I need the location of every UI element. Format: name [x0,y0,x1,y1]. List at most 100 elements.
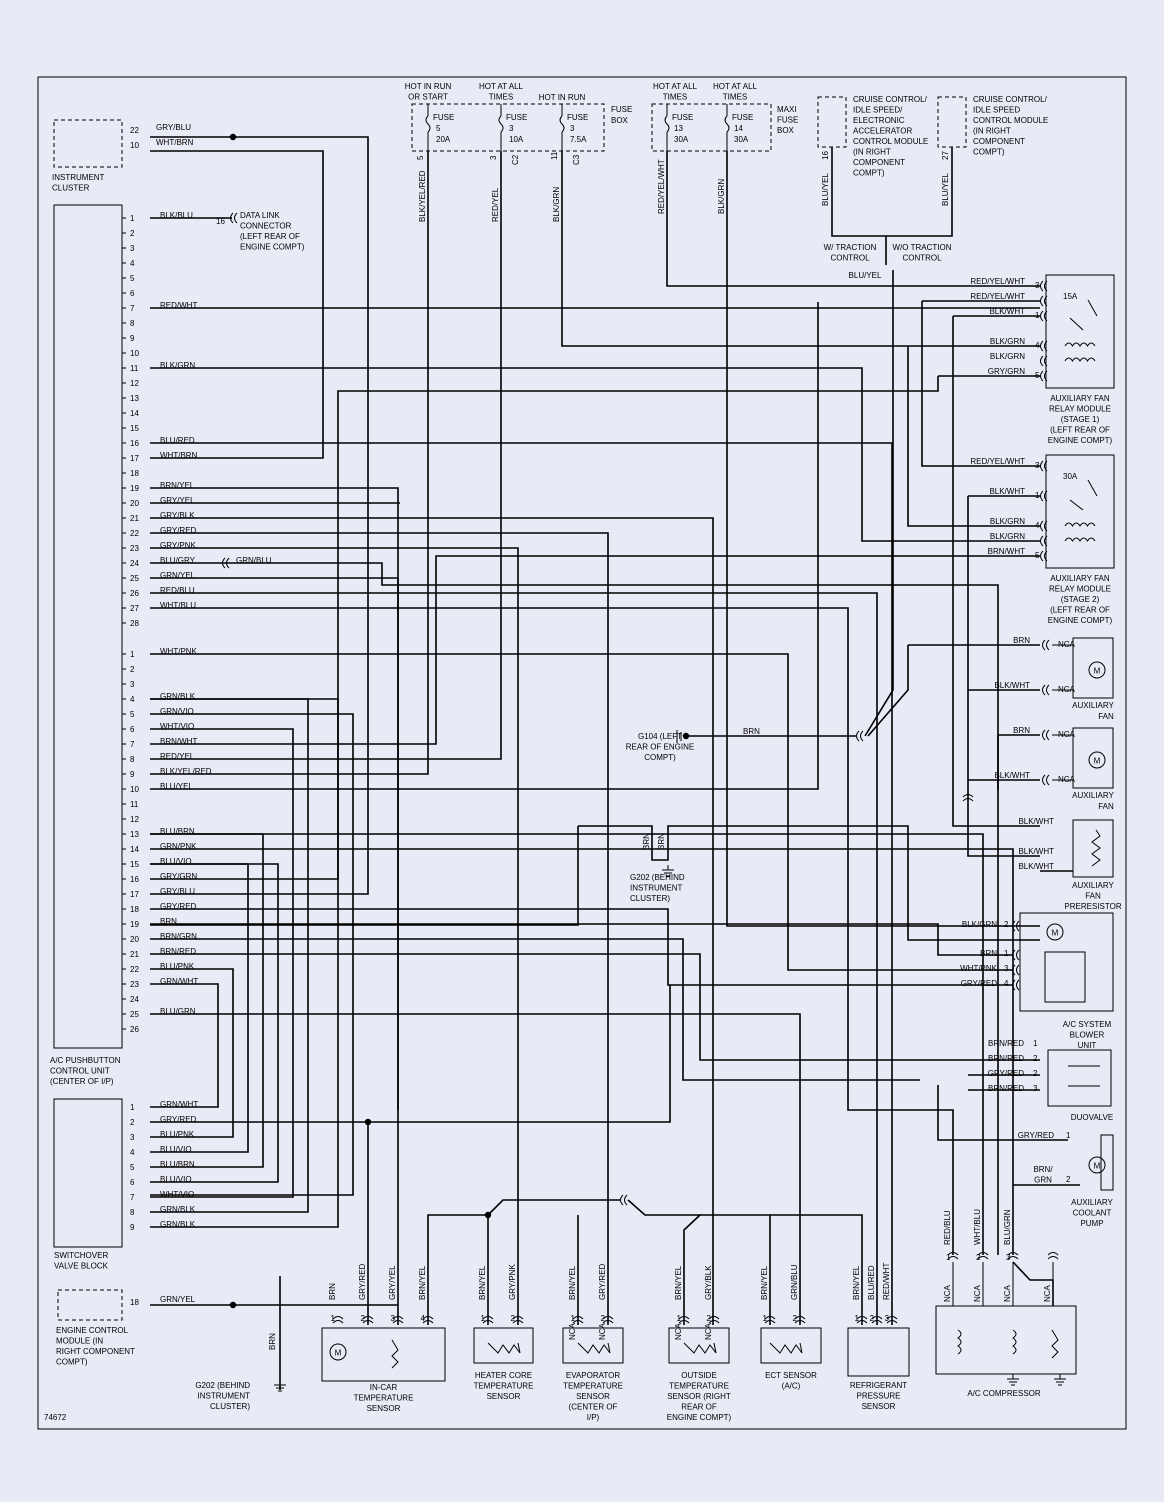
wire-blk-grn-relay [150,367,1040,542]
splice-grn-yel [229,1301,237,1309]
wire-switchover-6 [150,863,279,1183]
cruise-module-label: COMPONENT [853,158,905,167]
wire-blu-red-refrig [150,592,878,1325]
relay-module-1-label: (STAGE 1) [1061,415,1100,424]
fan1-motor-letter: M [1094,667,1101,676]
fuse-power-label: HOT AT ALL [479,82,524,91]
wire-blk-grn-fuse [561,151,1040,347]
blower-pin: 2 [1004,920,1009,929]
g104-wire-label: BRN [743,727,760,736]
wire-brn-grn [150,938,920,1081]
relay2-wire-label: RED/YEL/WHT [970,457,1025,466]
fuse-element [559,115,565,133]
ac-conn1-pin-number: 22 [130,529,139,538]
maxi-wire-label: RED/YEL/WHT [657,159,666,214]
relay1-wire-label: RED/YEL/WHT [970,277,1025,286]
ecm-wire-label: GRN/YEL [160,1295,196,1304]
ac-conn2-wire-label: WHT/VIO [160,722,194,731]
wire-gry-blk-outside [150,517,714,1325]
switchover-wire-label: BLU/VIO [160,1175,192,1184]
wire-gry-grn [150,376,939,880]
ecm-label: COMPT) [56,1358,88,1367]
ecm-pin: 18 [130,1298,139,1307]
relay1-wire-label: BLK/GRN [990,337,1025,346]
wire-gry-red-sw [150,985,671,1123]
heater-sensor-label: SENSOR [487,1392,521,1401]
switchover-wire-label: BLU/PNK [160,1130,195,1139]
ac-conn2-pin-number: 25 [130,1010,139,1019]
evap-sensor-label: EVAPORATOR [566,1371,620,1380]
ac-conn1-wire-label: RED/BLU [160,586,195,595]
instrument-cluster-box [53,119,123,168]
relay1-pin: 4 [1035,341,1040,350]
ac-conn2-wire-label: WHT/PNK [160,647,198,656]
cruise-common-wire-label: BLU/YEL [849,271,882,280]
relay2-connector [1040,490,1048,502]
coolant-pump-label: AUXILIARY [1071,1198,1113,1207]
g202-label: CLUSTER) [630,894,670,903]
outside-nca-label: NCA [704,1322,713,1340]
relay1-coil [1064,357,1096,362]
fan2-connector [1042,729,1050,741]
ac-conn2-pin-number: 14 [130,845,139,854]
ac-conn1-wire-label: BLU/GRY [160,556,196,565]
ac-conn2-pin-number: 6 [130,725,135,734]
data-link-connector-label: CONNECTOR [240,222,292,231]
ac-conn2-wire-label: BLU/BRN [160,827,195,836]
cruise-branch [831,230,887,265]
wire-grn-vio [150,713,354,1196]
fan2-box [1072,727,1114,789]
ac-conn2-wire-label: GRY/GRN [160,872,197,881]
fan2-wire-label: BRN [1013,726,1030,735]
cruise-module-label: CONTROL MODULE [853,137,928,146]
compressor-jumper [1012,1261,1054,1306]
cruise-module-box [937,96,967,148]
ac-conn2-pin-number: 9 [130,770,135,779]
ac-conn2-wire-label: BLU/YEL [160,782,193,791]
heater-sensor-box [473,1327,534,1364]
ac-conn2-wire-label: GRY/BLU [160,887,195,896]
switchover-pin: 7 [130,1193,135,1202]
g104-label: COMPT) [644,753,676,762]
blower-pin: 1 [1004,949,1009,958]
relay1-wire-label: BLK/WHT [989,307,1025,316]
coolant-pump-motor [1088,1156,1106,1174]
instrument-cluster-label: CLUSTER [52,184,90,193]
relay2-wire-label: BLK/GRN [990,532,1025,541]
g202-label: G202 (BEHIND [630,873,685,882]
relay-module-1-label: RELAY MODULE [1049,405,1111,414]
cruise-module-label: CRUISE CONTROL/ [853,95,928,104]
refrig-wire-label: BLU/RED [867,1265,876,1300]
preresistor-wire-label: BLK/WHT [1018,847,1054,856]
outside-sensor-label: REAR OF [681,1403,717,1412]
cruise-module-box [817,96,847,148]
ac-conn1-pin-number: 9 [130,334,135,343]
evap-sensor-label: TEMPERATURE [563,1382,623,1391]
preresistor-wire-label: BLK/WHT [1018,862,1054,871]
refrig-sensor-box [847,1327,910,1377]
fan2-label: FAN [1098,802,1114,811]
incar-sensor-label: TEMPERATURE [354,1394,414,1403]
incar-wire-label: GRY/RED [358,1263,367,1300]
ac-conn1-pin-number: 23 [130,544,139,553]
switchover-pin: 1 [130,1103,135,1112]
ac-conn1-pin-number: 11 [130,364,139,373]
ac-conn2-pin-number: 3 [130,680,135,689]
ac-conn2-wire-label: BLK/YEL/RED [160,767,212,776]
instrument-cluster-wire-label: GRY/BLU [156,123,191,132]
ac-conn1-pin-number: 14 [130,409,139,418]
duovalve-wire-label: BRN/RED [988,1084,1024,1093]
maxi-fuse-number: 14 [734,124,743,133]
fuse-number: 3 [570,124,575,133]
ac-conn2-pin-number: 1 [130,650,135,659]
maxi-fuse-box-label: BOX [777,126,795,135]
fan1-box [1072,637,1114,699]
fuse-element [724,115,730,133]
wire-blk-grn-blower [726,151,1040,927]
fuse-power-label: TIMES [489,93,513,102]
compressor-nca-label: NCA [973,1284,982,1302]
ac-conn2-pin-number: 17 [130,890,139,899]
heater-wire-label: BRN/YEL [478,1265,487,1300]
wire-brn-red [150,953,1040,1061]
